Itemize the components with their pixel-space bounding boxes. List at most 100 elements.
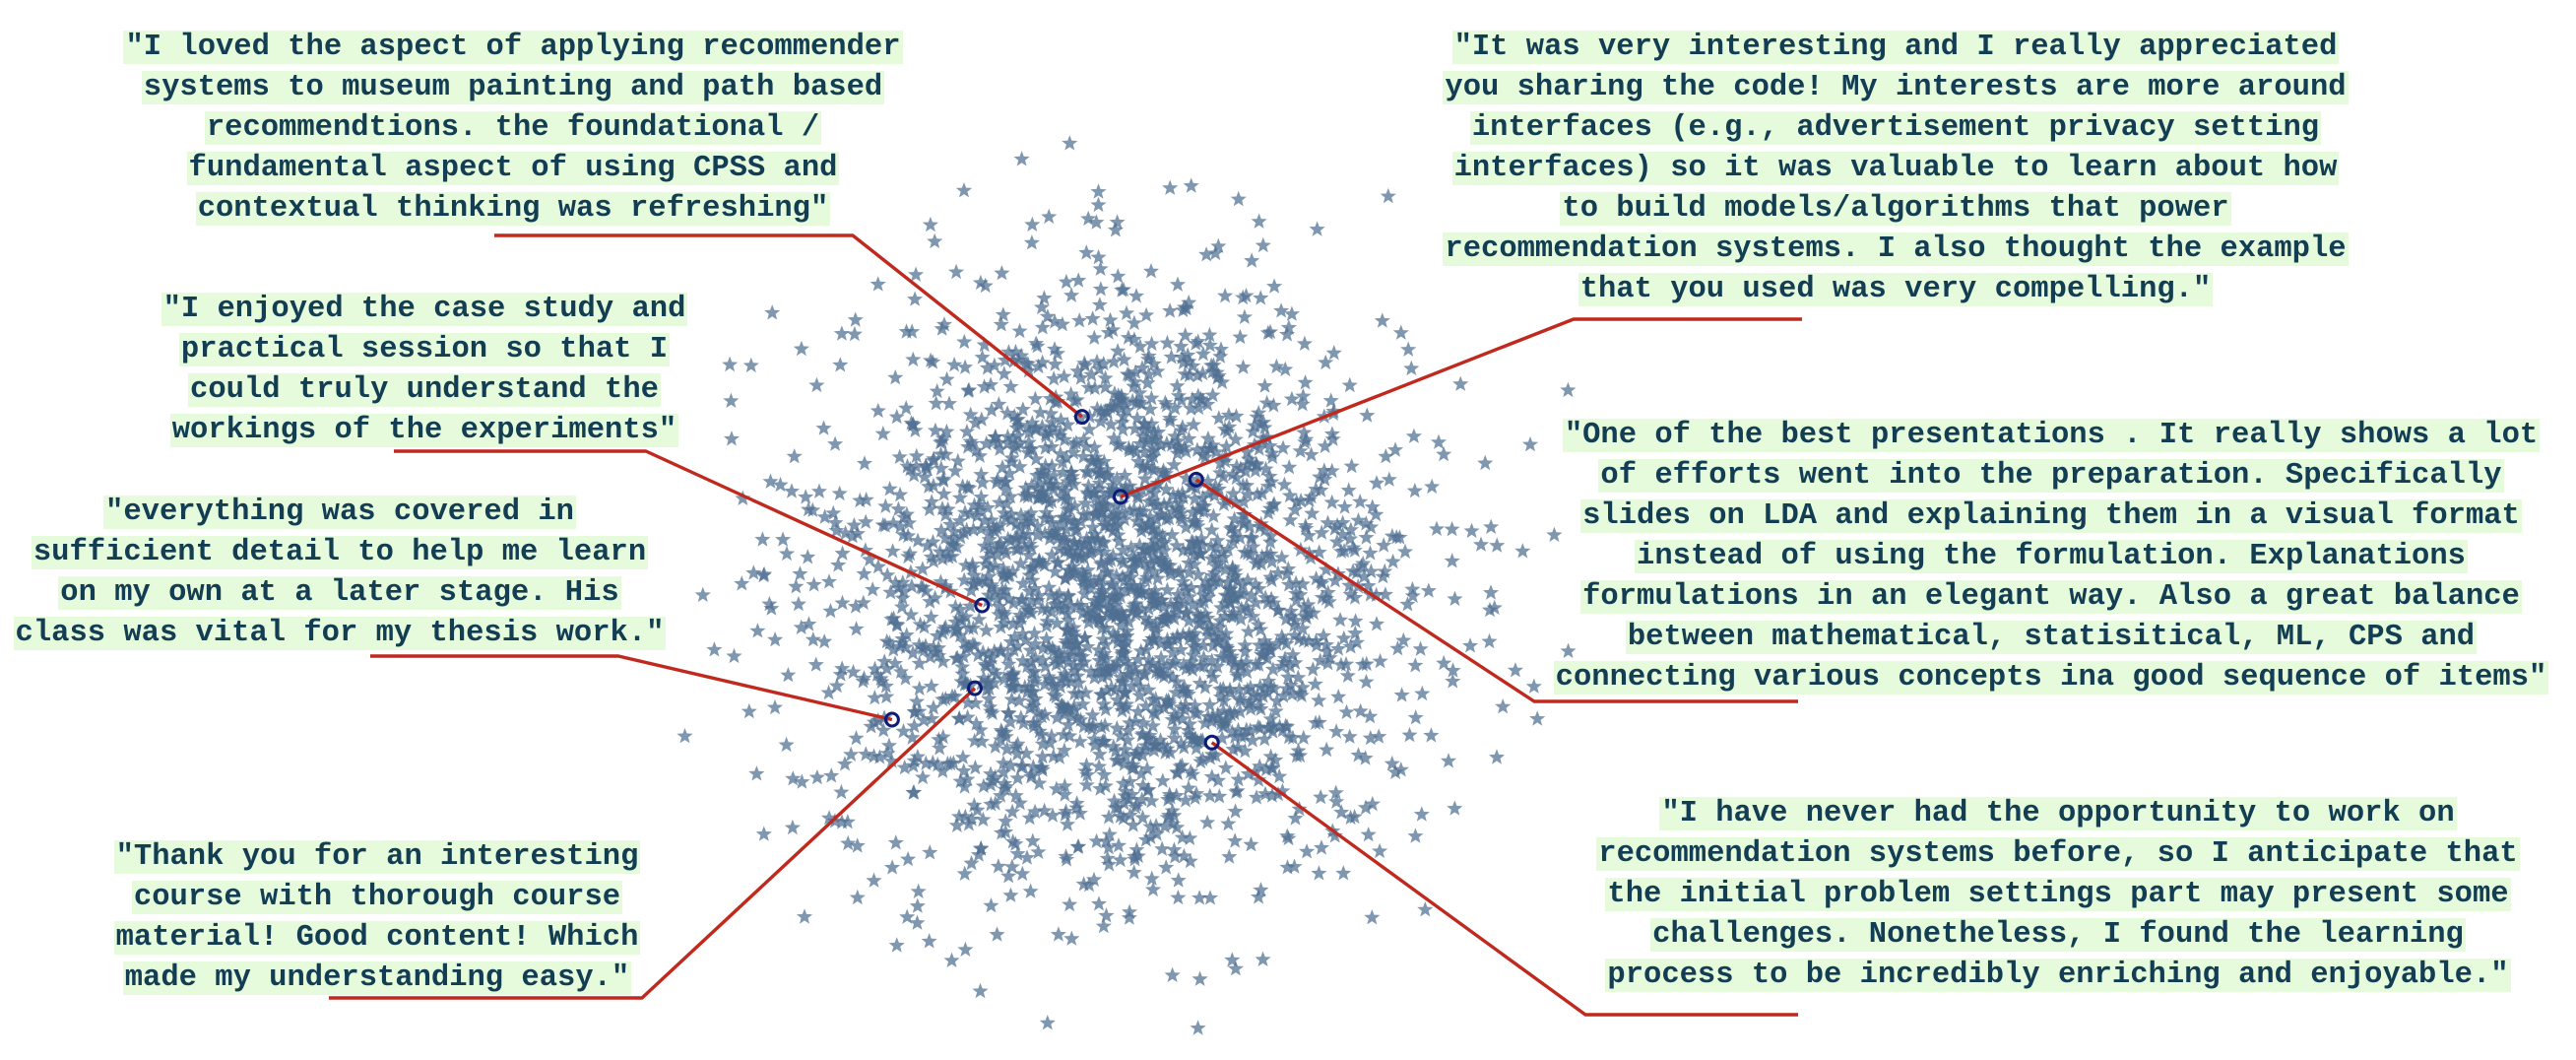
star-point <box>1039 601 1056 617</box>
star-point <box>1173 698 1190 714</box>
star-point <box>1291 685 1308 700</box>
star-point <box>1140 494 1158 509</box>
star-point <box>1078 244 1095 260</box>
star-point <box>1257 460 1274 477</box>
star-point <box>1004 563 1021 579</box>
star-point <box>1262 527 1279 543</box>
star-point <box>1169 276 1187 292</box>
star-point <box>997 474 1013 490</box>
star-point <box>805 501 821 517</box>
star-point <box>1014 401 1031 417</box>
star-point <box>1106 792 1123 809</box>
star-point <box>1083 530 1100 547</box>
star-point <box>1159 334 1176 351</box>
highlighted-point-q3 <box>883 711 900 728</box>
star-point <box>1281 459 1298 475</box>
star-point <box>1312 652 1328 668</box>
star-point <box>1292 442 1309 458</box>
star-point <box>1195 503 1212 519</box>
star-point <box>1019 419 1036 434</box>
quote-line-text: recommendtions. the foundational / <box>204 111 822 145</box>
star-point <box>1066 534 1083 550</box>
star-point <box>1391 529 1408 545</box>
star-point <box>1313 839 1329 855</box>
star-point <box>1242 518 1258 534</box>
star-point <box>998 728 1014 744</box>
star-point <box>993 787 1009 803</box>
star-point <box>805 631 821 647</box>
star-point <box>947 462 964 479</box>
star-point <box>1019 526 1036 542</box>
star-point <box>1252 758 1268 773</box>
star-point <box>1173 338 1190 354</box>
star-point <box>1273 628 1290 644</box>
star-point <box>899 908 916 924</box>
star-point <box>887 834 904 850</box>
star-point <box>1201 696 1218 712</box>
star-point <box>1009 428 1026 443</box>
star-point <box>1287 810 1304 826</box>
star-point <box>1314 524 1330 540</box>
star-point <box>1240 765 1256 781</box>
star-point <box>1131 537 1148 553</box>
star-point <box>1235 494 1252 509</box>
star-point <box>1350 747 1367 762</box>
star-point <box>1226 523 1243 539</box>
star-point <box>1489 537 1506 553</box>
star-point <box>1327 784 1344 800</box>
quote-line-text: formulations in an elegant way. Also a g… <box>1580 580 2522 614</box>
quote-line-text: practical session so that I <box>178 333 671 366</box>
star-point <box>1153 536 1171 552</box>
star-point <box>1119 402 1135 418</box>
star-point <box>1114 391 1130 407</box>
star-point <box>1174 349 1191 364</box>
star-point <box>1101 856 1118 872</box>
star-point <box>997 352 1013 367</box>
star-point <box>1282 677 1299 693</box>
star-point <box>1208 443 1225 459</box>
star-point <box>1262 534 1279 550</box>
star-point <box>1119 623 1135 638</box>
star-point <box>1043 727 1060 744</box>
star-point <box>1147 624 1164 639</box>
star-point <box>972 274 989 291</box>
star-point <box>1091 746 1108 762</box>
star-point <box>867 690 883 705</box>
star-point <box>1017 513 1034 529</box>
star-point <box>948 817 965 832</box>
star-point <box>1049 345 1065 361</box>
star-point <box>1295 729 1312 745</box>
star-point <box>1122 903 1138 919</box>
star-point <box>1164 711 1181 727</box>
star-point <box>1226 510 1243 526</box>
star-point <box>1096 490 1113 505</box>
star-point <box>1387 763 1404 779</box>
quote-line-text: of efforts went into the preparation. Sp… <box>1598 459 2504 493</box>
star-point <box>1210 410 1227 426</box>
star-point <box>1100 324 1117 340</box>
star-point <box>996 604 1012 620</box>
star-point <box>998 545 1014 561</box>
star-point <box>950 808 968 824</box>
star-point <box>1080 379 1097 395</box>
star-point <box>1143 389 1160 406</box>
star-point <box>1185 514 1201 530</box>
star-point <box>1020 679 1037 695</box>
star-point <box>1099 850 1116 866</box>
star-point <box>1488 749 1506 764</box>
star-point <box>1347 625 1364 640</box>
star-point <box>1280 561 1297 576</box>
star-point <box>1238 287 1255 303</box>
star-point <box>1036 465 1053 481</box>
star-point <box>1342 586 1359 602</box>
star-point <box>1176 739 1192 755</box>
star-point <box>1251 404 1267 421</box>
star-point <box>1013 531 1030 548</box>
star-point <box>1022 883 1039 898</box>
star-point <box>900 527 917 544</box>
star-point <box>1109 719 1126 736</box>
star-point <box>1138 761 1156 776</box>
star-point <box>881 481 898 497</box>
star-point <box>1088 832 1105 848</box>
star-point <box>888 408 905 425</box>
